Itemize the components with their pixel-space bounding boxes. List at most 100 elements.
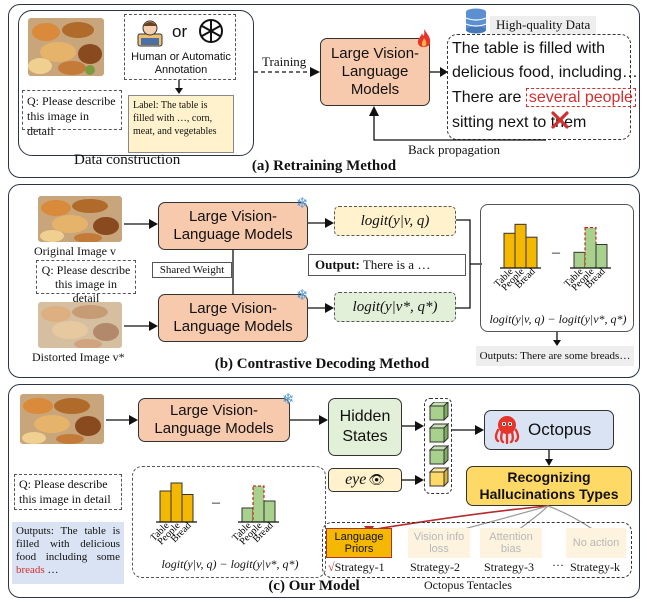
- arrow-octopus-to-recognizing: [545, 450, 553, 466]
- strategy-2-label: Strategy-2: [410, 560, 460, 574]
- outputs-c-highlight: breads: [16, 564, 45, 576]
- strategy-1-box: Language Priors: [326, 528, 392, 558]
- lvlm-box: Large Vision-Language Models: [320, 38, 430, 106]
- snowflake-icon: ❄: [296, 194, 309, 212]
- recognizing-box: Recognizing Hallucinations Types: [466, 466, 632, 506]
- food-image: [28, 18, 104, 76]
- bar: [263, 500, 276, 523]
- output-line-3: There are several people: [452, 88, 636, 107]
- arrow-original-to-lvlm: [124, 219, 158, 229]
- checkmark-icon: √: [328, 560, 335, 574]
- bar: [241, 507, 254, 523]
- data-construction-label: Data construction: [74, 152, 181, 168]
- distorted-food-image: [38, 302, 122, 348]
- strategy-3-label: Strategy-3: [484, 560, 534, 574]
- output-line-2: delicious food, including…: [452, 64, 638, 81]
- bar: [170, 482, 183, 523]
- strategy-1-text: Strategy-1: [334, 560, 385, 574]
- bar: [573, 251, 586, 269]
- arrow-chart-to-outputs: [553, 332, 561, 346]
- strategy-k-label: Strategy-k: [570, 560, 620, 574]
- eye-box: eye 👁: [328, 468, 402, 492]
- formula-b: logit(y|v, q) − logit(y|v*, q*): [489, 312, 627, 326]
- cross-icon: [550, 110, 570, 135]
- caption-a: (a) Retraining Method: [251, 158, 397, 174]
- output-label: Output:: [315, 257, 360, 272]
- snowflake-icon: ❄: [296, 286, 309, 304]
- arrow-lvlm-to-output: [430, 67, 448, 77]
- bar: [159, 490, 172, 523]
- octopus-icon: [492, 414, 522, 449]
- arrow-cubes-to-octopus: [452, 425, 484, 435]
- openai-logo-icon: [196, 16, 226, 51]
- token-cube-frame: [424, 398, 452, 494]
- bar: [595, 243, 608, 269]
- arrow-lvlm-to-logit-top: [308, 218, 334, 228]
- arrow-eye-to-cubes: [402, 475, 424, 485]
- bar: [584, 227, 597, 269]
- arrow-annotation-to-label: [175, 80, 183, 94]
- bar-chart-c-frame: [132, 466, 326, 578]
- octopus-tentacles-label: Octopus Tentacles: [424, 578, 512, 592]
- lvlm-top-box: Large Vision-Language Models: [158, 202, 308, 250]
- outputs-c-text: Outputs: The table is filled with delici…: [16, 525, 120, 563]
- caption-b: (b) Contrastive Decoding Method: [214, 356, 430, 372]
- hq-data-label: High-quality Data: [490, 16, 597, 34]
- human-annotator-icon: [134, 18, 166, 53]
- strategy-1-label: √Strategy-1: [328, 560, 385, 575]
- back-propagation-arrow: [369, 106, 546, 141]
- token-cubes: [428, 402, 450, 488]
- training-label: Training: [262, 54, 307, 69]
- arrow-distorted-to-lvlm: [124, 321, 158, 331]
- strategy-k-box: No action: [566, 528, 626, 558]
- query-box: Q: Please describe this image in detail: [22, 90, 122, 138]
- annotation-box: [124, 14, 236, 80]
- label-box: Label: The table is filled with …, corn,…: [128, 95, 234, 153]
- output-line-3-text: There are: [452, 89, 522, 106]
- caption-c: (c) Our Model: [268, 578, 360, 594]
- strategy-3-box: Attention bias: [480, 528, 542, 558]
- outputs-c: Outputs: The table is filled with delici…: [12, 522, 124, 584]
- distorted-image-label: Distorted Image v*: [32, 350, 125, 364]
- outputs-b: Outputs: There are some breads…: [476, 346, 634, 366]
- original-image-label: Original Image v: [34, 244, 116, 258]
- output-box-b: Output: There is a …: [308, 254, 466, 276]
- output-text: There is a …: [362, 257, 431, 272]
- or-text: or: [172, 22, 188, 41]
- eye-icon: 👁: [368, 472, 385, 488]
- bar: [514, 223, 527, 269]
- lvlm-bottom-box: Large Vision-Language Models: [158, 294, 308, 342]
- output-highlight: several people: [525, 88, 636, 107]
- strategies-frame: [322, 522, 632, 578]
- strategy-2-box: Vision info loss: [408, 528, 470, 558]
- bar: [181, 494, 194, 523]
- eye-text: eye: [345, 471, 367, 488]
- bar: [525, 236, 538, 269]
- fire-icon: [416, 28, 432, 55]
- data-construction-frame: [18, 10, 254, 156]
- food-image-c: [20, 394, 104, 444]
- query-box-b: Q: Please describe this image in detail: [36, 260, 136, 305]
- hidden-states-box: Hidden States: [328, 398, 402, 456]
- lvlm-box-c: Large Vision-Language Models: [138, 398, 290, 442]
- shared-weight-label: Shared Weight: [152, 262, 232, 278]
- bar: [503, 232, 516, 269]
- strategy-ellipsis: ···: [552, 558, 564, 572]
- logit-bottom-box: logit(y|v*, q*): [334, 292, 456, 322]
- minus-sign-b: –: [552, 244, 560, 261]
- arrow-image-to-lvlm-c: [106, 415, 138, 425]
- bar-chart-b-frame: [480, 204, 634, 332]
- outputs-c-suffix: …: [44, 564, 59, 576]
- database-icon: [465, 8, 487, 39]
- training-arrow: [254, 67, 320, 77]
- annotation-text: Human or Automatic Annotation: [131, 51, 231, 76]
- back-propagation-label: Back propagation: [408, 142, 501, 157]
- shared-weight-line: [232, 250, 234, 294]
- arrow-hidden-to-cubes: [402, 421, 424, 431]
- arrow-lvlm-to-logit-bottom: [308, 303, 334, 313]
- original-food-image: [38, 196, 122, 242]
- query-box-c: Q: Please describe this image in detail: [14, 474, 122, 510]
- arrow-lvlm-to-hidden-states: [290, 415, 328, 425]
